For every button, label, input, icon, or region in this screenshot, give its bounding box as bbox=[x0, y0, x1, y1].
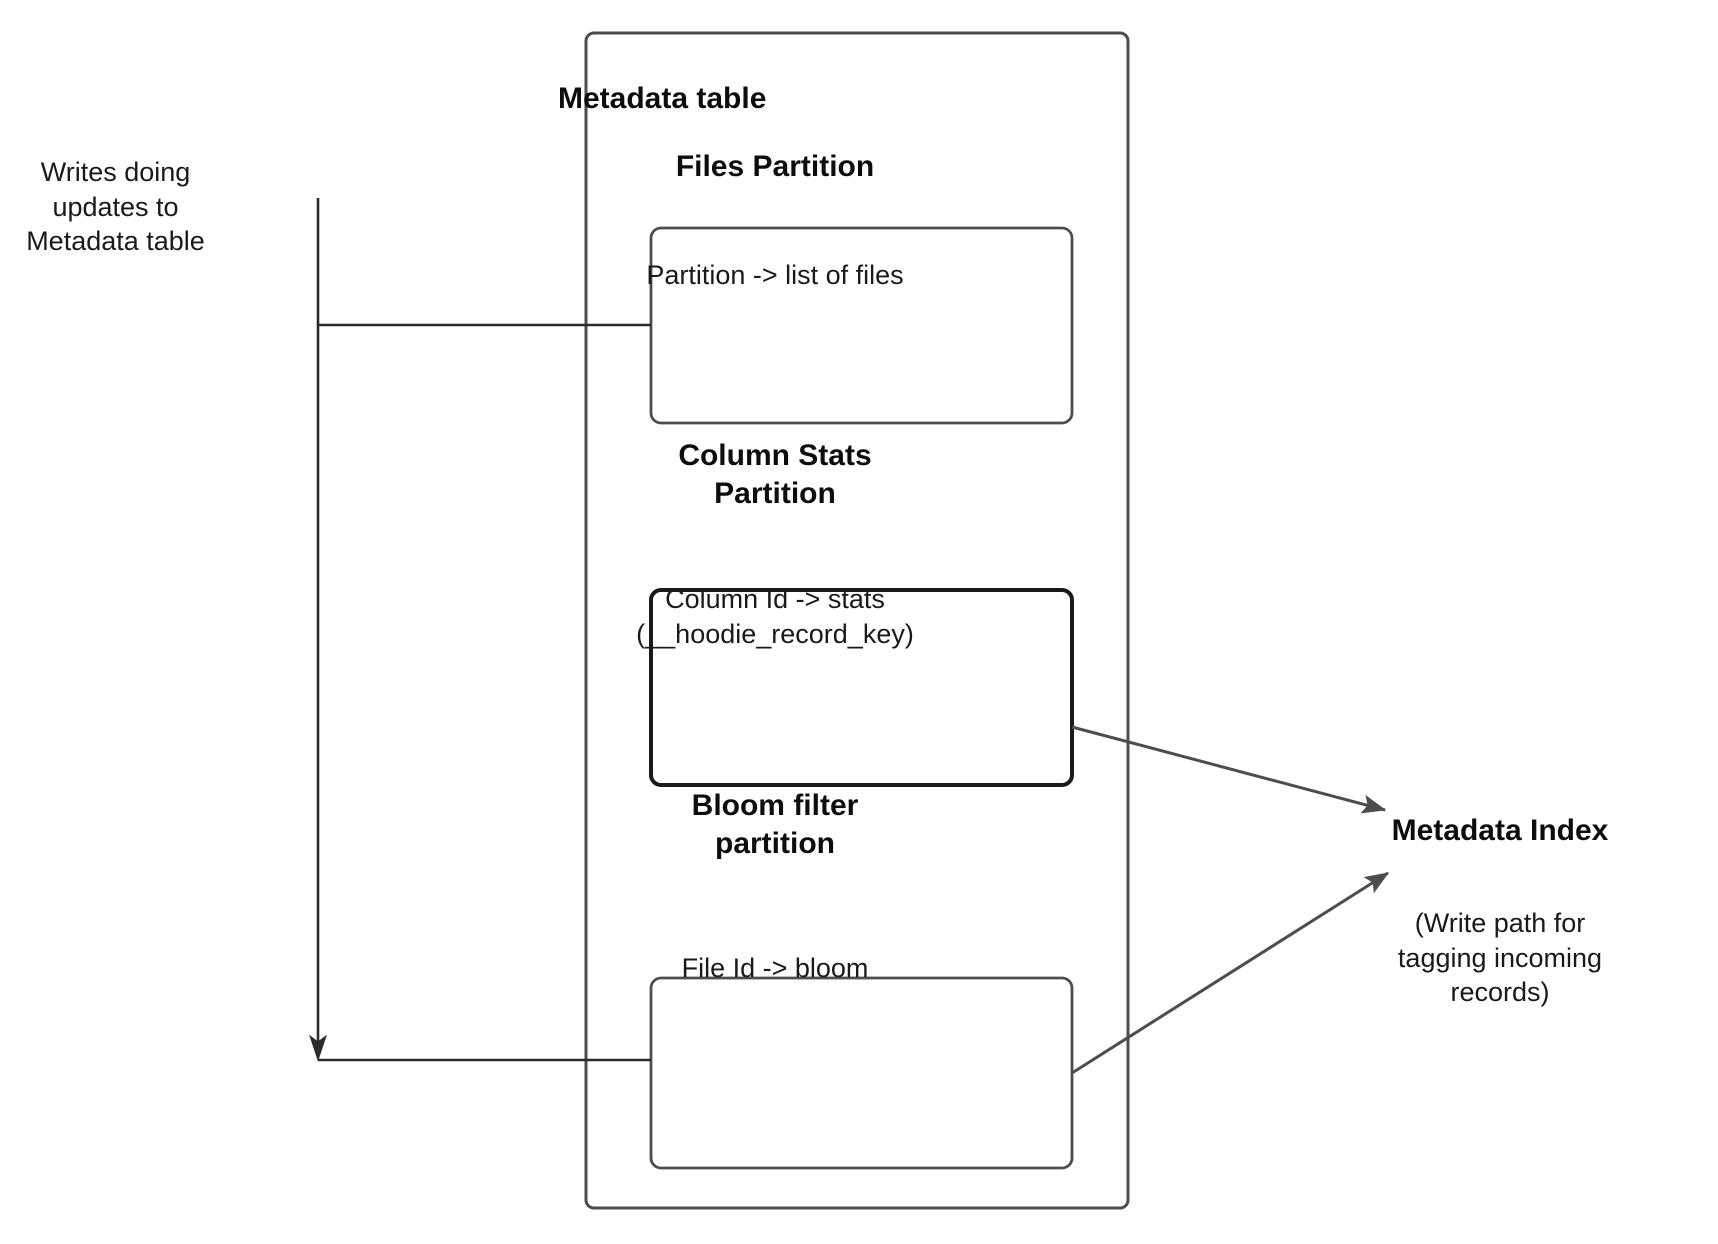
column-stats-partition-box-label: Column Id -> stats (__hoodie_record_key) bbox=[636, 584, 914, 649]
bloom-filter-partition-box-label: File Id -> bloom bbox=[681, 953, 869, 983]
column-stats-to-metadata-index-arrow bbox=[1071, 725, 1387, 814]
bloom-to-metadata-index-arrow bbox=[1071, 871, 1390, 1075]
writes-updates-annotation: Writes doing updates to Metadata table bbox=[26, 157, 205, 257]
column-stats-partition-box bbox=[649, 588, 1074, 787]
bloom-filter-partition-heading: Bloom filter partition bbox=[691, 789, 859, 861]
files-partition-box-label: Partition -> list of files bbox=[646, 260, 904, 290]
writes-trunk-arrowhead-icon bbox=[309, 1034, 327, 1062]
bloom-filter-partition-box bbox=[649, 976, 1074, 1170]
metadata-table-title: Metadata table bbox=[558, 82, 767, 115]
metadata-index-title: Metadata Index bbox=[1391, 814, 1609, 847]
column-stats-partition-heading: Column Stats Partition bbox=[678, 439, 872, 511]
metadata-index-caption: (Write path for tagging incoming records… bbox=[1397, 908, 1603, 1008]
files-partition-heading: Files Partition bbox=[675, 150, 875, 183]
metadata-table-container bbox=[584, 31, 1130, 1210]
